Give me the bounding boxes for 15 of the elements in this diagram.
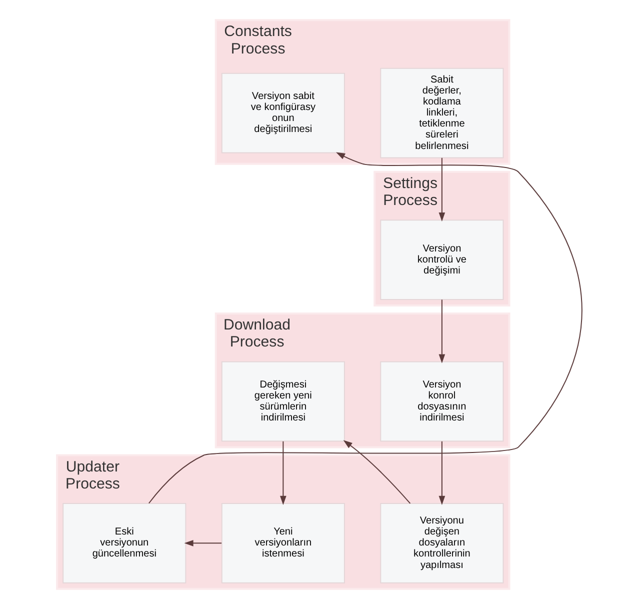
arrow <box>438 158 445 222</box>
arrow <box>280 441 286 505</box>
node-box: Değişmesi gereken yeni sürümlerin indirilmesi <box>220 361 344 442</box>
node-box: Sabit değerler, kodlama linkleri, tetiklenme süreleri belirlenmesi <box>380 68 504 158</box>
arrow <box>148 152 582 504</box>
node-box: Versiyon konrol dosyasının indirilmesi <box>380 361 504 442</box>
arrow <box>438 441 445 505</box>
node-box: Eski versiyonun güncellenmesi <box>62 502 186 584</box>
arrow <box>184 540 222 546</box>
node-box: Versiyonu değişen dosyaların kontrollerinin yapılması <box>380 502 504 584</box>
arrow <box>438 300 445 364</box>
node-box: Versiyon sabit ve konfigürasyonun değiştirilmesi <box>220 72 344 154</box>
arrow <box>342 440 410 504</box>
node-box: Yeni versiyonların istenmesi <box>220 502 344 584</box>
node-box: Versiyon kontrolü ve değişimi <box>380 220 504 300</box>
